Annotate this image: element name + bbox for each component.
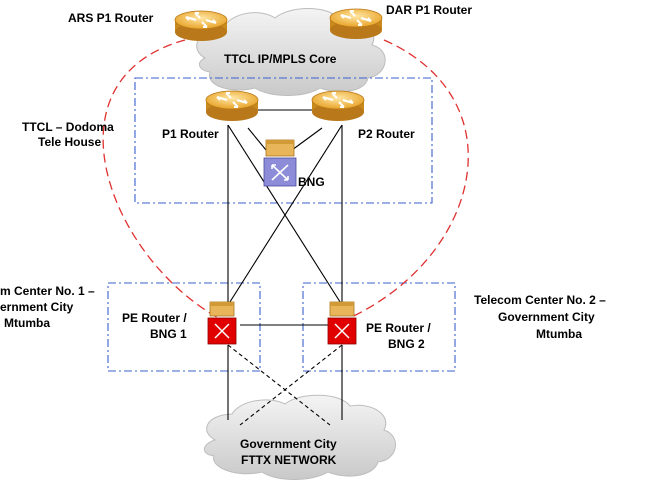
p2-router-icon [311, 90, 365, 122]
tc1-label-line1: m Center No. 1 – [0, 284, 95, 298]
dar-router-icon [329, 8, 383, 40]
red-link-dar-pe2 [344, 39, 469, 321]
bng-label: BNG [298, 175, 325, 189]
backup-link-pe1-fttx [227, 344, 331, 426]
pe2-label-line2: BNG 2 [388, 337, 425, 351]
link-p2-pe1 [227, 124, 343, 306]
core-label: TTCL IP/MPLS Core [224, 52, 337, 66]
links-layer [227, 109, 343, 420]
p1-router-icon [205, 90, 259, 122]
tc1-label-line2: ernment City [0, 300, 74, 314]
tc1-zone-box [107, 282, 261, 372]
pe1-switch-router-icon [207, 301, 237, 345]
dar-router-label: DAR P1 Router [386, 3, 472, 17]
tc1-label-line3: Mtumba [4, 316, 50, 330]
fttx-label-line2: FTTX NETWORK [241, 453, 337, 467]
tc2-label-line1: Telecom Center No. 2 – [474, 293, 606, 307]
p2-router-label: P2 Router [358, 127, 415, 141]
ars-router-label: ARS P1 Router [68, 11, 154, 25]
dodoma-label-line2: Tele House [38, 135, 101, 149]
pe2-switch-router-icon [327, 301, 357, 345]
tc2-label-line2: Government City [498, 310, 595, 324]
ars-router-icon [174, 10, 228, 42]
fttx-label-line1: Government City [240, 437, 337, 451]
tc2-label-line3: Mtumba [536, 327, 582, 341]
fttx-cloud-icon [203, 394, 396, 480]
dodoma-zone-box [134, 77, 433, 204]
dodoma-label-line1: TTCL – Dodoma [22, 120, 114, 134]
backup-link-pe2-fttx [239, 344, 343, 426]
link-p1-bng [247, 127, 267, 151]
link-p2-bng [291, 127, 323, 151]
pe1-label-line2: BNG 1 [150, 327, 187, 341]
tc2-zone-box [302, 282, 456, 372]
red-link-ars-pe1 [102, 39, 223, 321]
pe2-label-line1: PE Router / [366, 321, 431, 335]
pe1-label-line1: PE Router / [122, 311, 187, 325]
bng-switch-router-icon [263, 139, 297, 187]
p1-router-label: P1 Router [162, 127, 219, 141]
